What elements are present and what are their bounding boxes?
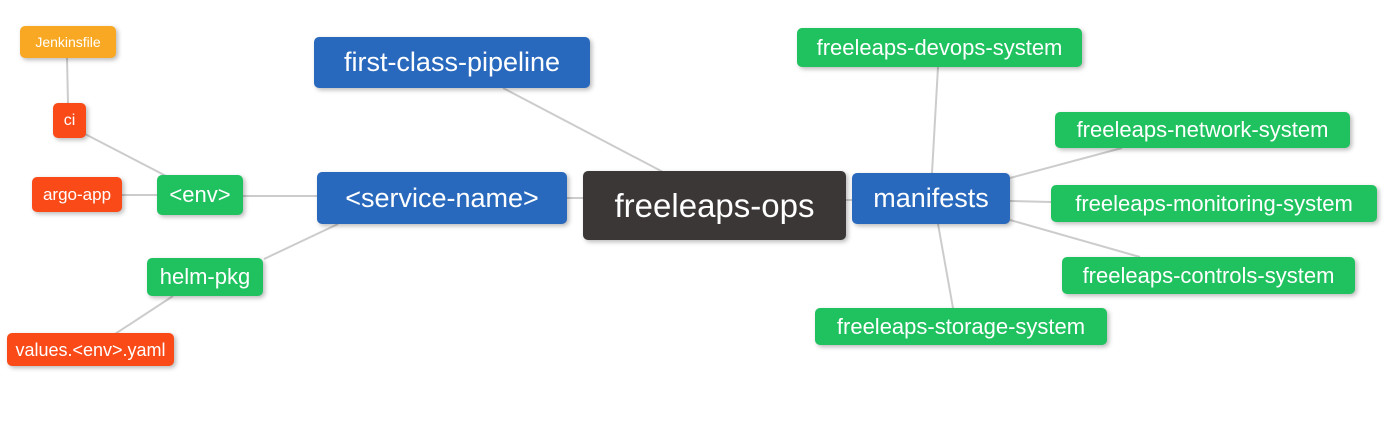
node-label: freeleaps-monitoring-system bbox=[1075, 190, 1353, 216]
node-label: argo-app bbox=[42, 185, 112, 204]
node-freeleaps-network-system[interactable]: freeleaps-network-system bbox=[1055, 112, 1350, 148]
node-label: Jenkinsfile bbox=[35, 34, 101, 50]
node-first-class-pipeline[interactable]: first-class-pipeline bbox=[314, 37, 590, 88]
edge-service-name-helm-pkg bbox=[263, 223, 339, 260]
edge-first-class-pipeline-freeleaps-ops bbox=[502, 87, 664, 173]
node-label: freeleaps-controls-system bbox=[1082, 262, 1335, 288]
node-label: helm-pkg bbox=[159, 264, 251, 289]
node-label: <env> bbox=[169, 182, 231, 207]
node-jenkinsfile[interactable]: Jenkinsfile bbox=[20, 26, 116, 58]
node-freeleaps-storage-system[interactable]: freeleaps-storage-system bbox=[815, 308, 1107, 345]
node-label: first-class-pipeline bbox=[343, 47, 561, 77]
node-freeleaps-ops[interactable]: freeleaps-ops bbox=[583, 171, 846, 240]
edge-ci-env bbox=[84, 133, 169, 178]
node-ci[interactable]: ci bbox=[53, 103, 86, 138]
edge-manifests-freeleaps-devops-system bbox=[931, 66, 939, 174]
node-label: ci bbox=[63, 111, 76, 129]
node-env[interactable]: <env> bbox=[157, 175, 243, 215]
node-values-env-yaml[interactable]: values.<env>.yaml bbox=[7, 333, 174, 366]
edge-manifests-freeleaps-storage-system bbox=[937, 223, 954, 309]
node-service-name[interactable]: <service-name> bbox=[317, 172, 567, 224]
node-freeleaps-monitoring-system[interactable]: freeleaps-monitoring-system bbox=[1051, 185, 1377, 222]
node-freeleaps-devops-system[interactable]: freeleaps-devops-system bbox=[797, 28, 1082, 67]
node-label: freeleaps-storage-system bbox=[836, 313, 1086, 339]
node-label: freeleaps-ops bbox=[614, 187, 815, 224]
edge-manifests-freeleaps-network-system bbox=[1009, 147, 1123, 179]
node-label: values.<env>.yaml bbox=[15, 339, 166, 360]
node-manifests[interactable]: manifests bbox=[852, 173, 1010, 224]
node-label: freeleaps-network-system bbox=[1076, 117, 1329, 142]
node-helm-pkg[interactable]: helm-pkg bbox=[147, 258, 263, 296]
edge-helm-pkg-values-env-yaml bbox=[114, 295, 174, 335]
node-label: freeleaps-devops-system bbox=[816, 34, 1063, 60]
node-argo-app[interactable]: argo-app bbox=[32, 177, 122, 212]
node-label: manifests bbox=[873, 183, 989, 213]
node-label: <service-name> bbox=[345, 182, 539, 213]
node-freeleaps-controls-system[interactable]: freeleaps-controls-system bbox=[1062, 257, 1355, 294]
edge-jenkinsfile-ci bbox=[66, 57, 69, 104]
edge-manifests-freeleaps-monitoring-system bbox=[1009, 200, 1052, 203]
edge-manifests-freeleaps-controls-system bbox=[1009, 219, 1141, 258]
